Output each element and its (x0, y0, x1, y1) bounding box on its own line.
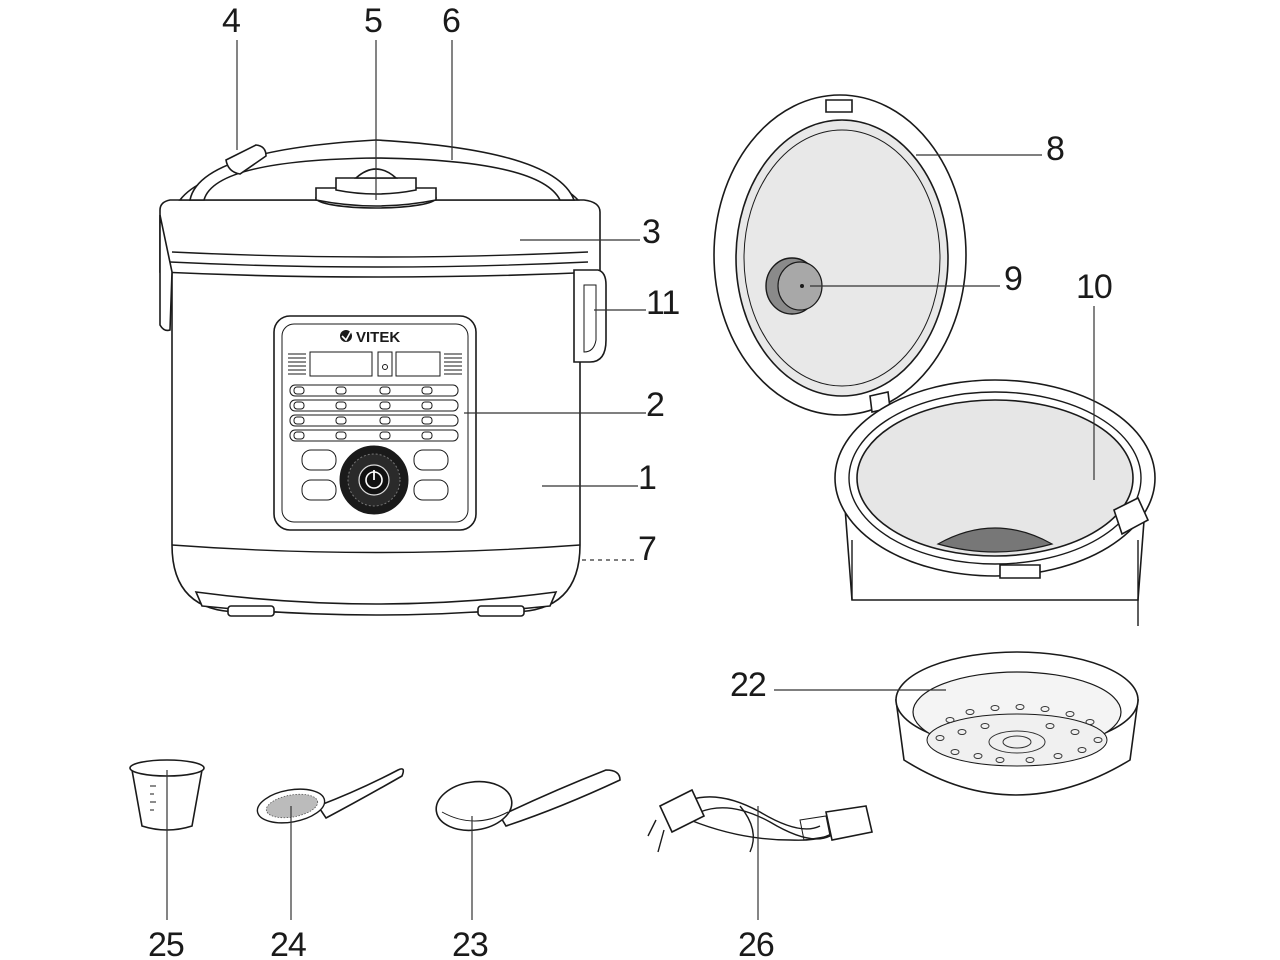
power-cord (647, 788, 873, 853)
callout-10: 10 (1076, 268, 1112, 306)
brand-logo: VITEK (356, 329, 400, 346)
callout-22: 22 (730, 666, 766, 704)
callout-23: 23 (452, 926, 488, 960)
callout-4: 4 (222, 2, 240, 40)
callout-9: 9 (1004, 260, 1022, 298)
panel-vents-right (444, 353, 462, 375)
cooker-open (713, 94, 1156, 626)
handle-lock (225, 144, 267, 175)
steamer-basket (895, 651, 1139, 796)
leader-lines (166, 40, 1095, 920)
panel-button-br (413, 479, 449, 501)
callout-11: 11 (646, 284, 679, 322)
cooker-foot-left (227, 605, 275, 617)
heating-plate (936, 527, 1054, 553)
panel-button-tl (301, 449, 337, 471)
callout-8: 8 (1046, 130, 1064, 168)
callout-2: 2 (646, 386, 664, 424)
callout-5: 5 (364, 2, 382, 40)
rice-paddle (256, 768, 405, 824)
cooker-base (194, 591, 558, 616)
callout-6: 6 (442, 2, 460, 40)
callout-25: 25 (148, 926, 184, 960)
panel-vents-left (288, 353, 306, 375)
cooker-lid-rim (159, 199, 601, 278)
callout-labels: 4 5 6 3 11 2 1 7 8 9 10 22 25 24 23 26 (148, 2, 1113, 960)
lid-release-button (573, 269, 607, 363)
display-left (309, 351, 373, 377)
callout-26: 26 (738, 926, 774, 960)
display-right (395, 351, 441, 377)
control-panel (273, 315, 477, 531)
callout-24: 24 (270, 926, 306, 960)
panel-button-tr (413, 449, 449, 471)
soup-ladle (435, 769, 621, 832)
callout-1: 1 (638, 459, 656, 497)
callout-7: 7 (638, 530, 656, 568)
cooker-foot-right (477, 605, 525, 617)
cooker-front: VITEK (159, 139, 607, 617)
inner-pot (856, 399, 1134, 557)
callout-3: 3 (642, 213, 660, 251)
program-buttons (289, 384, 459, 442)
panel-button-bl (301, 479, 337, 501)
carry-handle (189, 139, 576, 201)
steamer-holes (935, 704, 1103, 763)
